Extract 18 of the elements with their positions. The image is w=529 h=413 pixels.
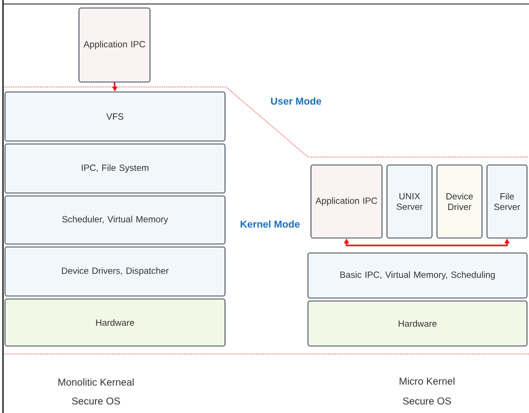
hardware-box: Hardware bbox=[308, 300, 528, 346]
component-box: File Server bbox=[486, 164, 528, 238]
caption-text: Secure OS bbox=[72, 397, 120, 405]
layer-box: Device Drivers, Dispatcher bbox=[4, 246, 226, 296]
mode-label: Kernel Mode bbox=[240, 220, 300, 228]
component-box: Application IPC bbox=[78, 8, 150, 82]
layer-box: IPC, File System bbox=[4, 144, 226, 194]
component-box: Application IPC bbox=[310, 164, 382, 238]
mode-label: User Mode bbox=[271, 97, 322, 105]
component-box: Device Driver bbox=[436, 164, 482, 238]
caption-text: Secure OS bbox=[403, 397, 451, 405]
hardware-box: Hardware bbox=[4, 298, 226, 346]
layer-box: Basic IPC, Virtual Memory, Scheduling bbox=[308, 252, 528, 298]
caption-text: Monolitic Kerneal bbox=[58, 378, 134, 386]
layer-box: VFS bbox=[4, 92, 226, 142]
component-box: UNIX Server bbox=[386, 164, 432, 238]
caption-text: Micro Kernel bbox=[400, 377, 454, 385]
layer-box: Scheduler, Virtual Memory bbox=[4, 196, 226, 244]
